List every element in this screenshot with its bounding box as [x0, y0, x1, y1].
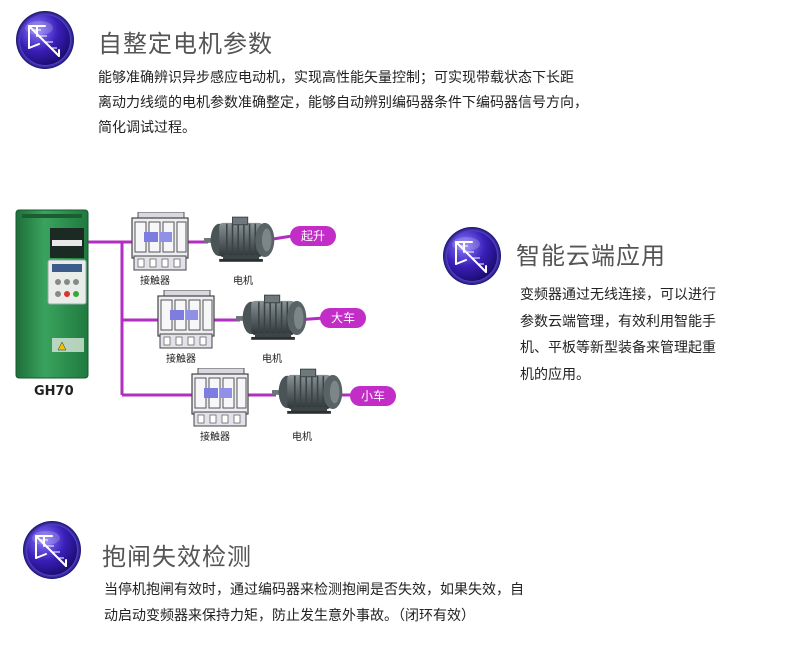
text-line: 简化调试过程。 [98, 120, 196, 136]
motor-icon [204, 217, 274, 262]
text-line: 当停机抱闸有效时，通过编码器来检测抱闸是否失效，如果失效，自 [104, 582, 524, 598]
section-description: 当停机抱闸有效时，通过编码器来检测抱闸是否失效，如果失效，自 动启动变频器来保持… [104, 577, 644, 629]
inverter-drive [15, 209, 89, 379]
drive-wiring-diagram [15, 209, 354, 450]
contactor-label: 接触器 [200, 432, 230, 443]
text-line: 动启动变频器来保持力矩，防止发生意外事故。（闭环有效） [104, 608, 475, 624]
branch-tag-trolley: 小车 [350, 386, 396, 406]
text-line: 机、平板等新型装备来管理起重 [520, 340, 716, 356]
section-title: 自整定电机参数 [98, 30, 273, 58]
crane-icon [442, 226, 502, 286]
contactor-icon [132, 212, 188, 270]
section-description: 变频器通过无线连接，可以进行 参数云端管理，有效利用智能手 机、平板等新型装备来… [520, 282, 770, 388]
crane-icon [22, 520, 82, 580]
crane-icon [15, 10, 75, 70]
drive-model-label: GH70 [34, 384, 74, 399]
section-title: 抱闸失效检测 [102, 543, 252, 571]
motor-label: 电机 [292, 432, 312, 443]
text-line: 参数云端管理，有效利用智能手 [520, 313, 716, 330]
text-line: 能够准确辨识异步感应电动机，实现高性能矢量控制；可实现带载状态下长距 [98, 70, 574, 86]
section-title: 智能云端应用 [516, 242, 666, 270]
branch-tag-hoist: 起升 [290, 226, 336, 246]
text-line: 机的应用。 [520, 366, 590, 383]
contactor-icon [192, 368, 248, 426]
section-description: 能够准确辨识异步感应电动机，实现高性能矢量控制；可实现带载状态下长距 离动力线缆… [98, 66, 698, 141]
contactor-label: 接触器 [140, 276, 170, 287]
branch-tag-gantry: 大车 [320, 308, 366, 328]
contactor-label: 接触器 [166, 354, 196, 365]
text-line: 变频器通过无线连接，可以进行 [520, 287, 716, 303]
motor-icon [272, 369, 342, 414]
motor-icon [236, 295, 306, 340]
contactor-icon [158, 290, 214, 348]
motor-label: 电机 [233, 276, 253, 287]
text-line: 离动力线缆的电机参数准确整定，能够自动辨别编码器条件下编码器信号方向， [98, 95, 588, 111]
motor-label: 电机 [262, 354, 282, 365]
